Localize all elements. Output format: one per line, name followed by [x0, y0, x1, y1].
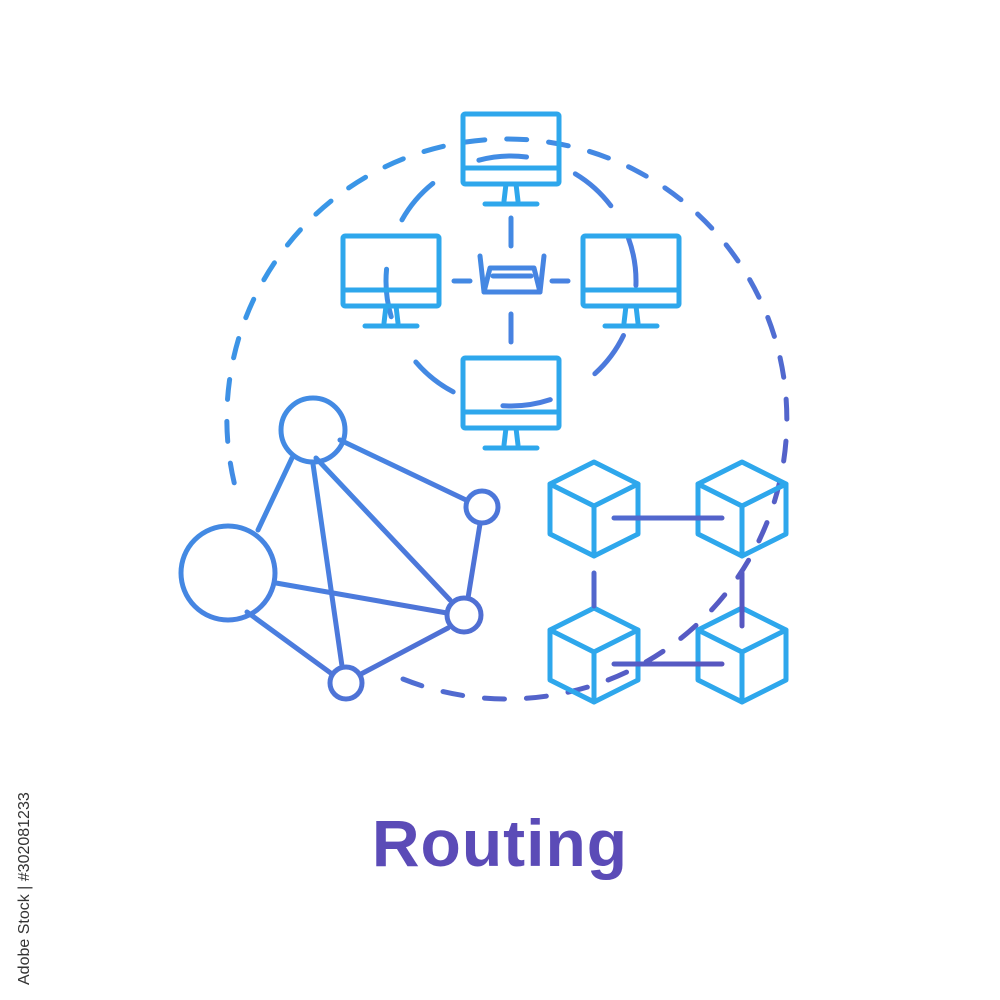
caption-title: Routing [371, 806, 629, 880]
stock-id-watermark: Adobe Stock | #302081233 [16, 792, 33, 985]
router-links [451, 215, 571, 345]
router-icon [477, 253, 547, 295]
network-graph-icon [178, 395, 501, 702]
blockchain-cubes-icon [550, 462, 786, 702]
dashed-circle-icon [224, 136, 790, 702]
stock-id-text: Adobe Stock | #302081233 [16, 792, 33, 985]
